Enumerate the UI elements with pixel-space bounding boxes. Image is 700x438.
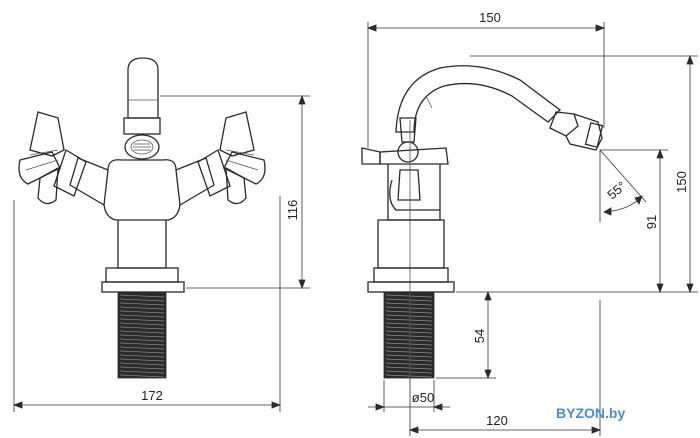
watermark: BYZON.by [556,405,625,421]
thread-pattern [385,294,433,378]
dim-label-diameter-50: ø50 [412,390,434,405]
aerator [124,134,160,160]
dim-spout-height: 91 [600,148,668,294]
right-cross-handle [219,111,255,157]
dim-label-150-vertical: 150 [674,171,689,193]
spout-head [549,111,579,137]
dim-front-height: 116 [160,94,310,290]
dim-label-54: 54 [472,329,487,343]
dim-label-150-horizontal: 150 [479,10,501,25]
side-spout [395,65,561,133]
dim-label-172: 172 [141,388,163,403]
dim-label-116: 116 [285,200,300,221]
thread-pattern [119,294,165,378]
side-view [361,65,604,379]
dim-side-height: 150 [456,54,698,294]
dim-spray-angle: 55° [599,149,647,222]
right-valve [175,157,215,206]
dim-side-length: 150 [366,10,606,148]
left-cross-handle [29,111,65,157]
dim-front-width: 172 [12,196,282,412]
dim-label-120: 120 [486,413,508,428]
side-base [373,267,449,283]
dim-label-91: 91 [644,215,659,229]
side-body [387,164,441,221]
front-lever [127,57,159,119]
dim-label-55: 55° [604,178,629,202]
front-column [117,220,167,269]
dim-thread-diameter: ø50 [368,380,450,412]
left-valve [69,157,109,206]
front-base [105,267,179,283]
side-cross-handle [361,147,381,165]
front-view [18,57,266,379]
dim-reach: 120 [408,300,602,436]
dim-thread-length: 54 [436,290,496,380]
front-body [103,159,181,221]
